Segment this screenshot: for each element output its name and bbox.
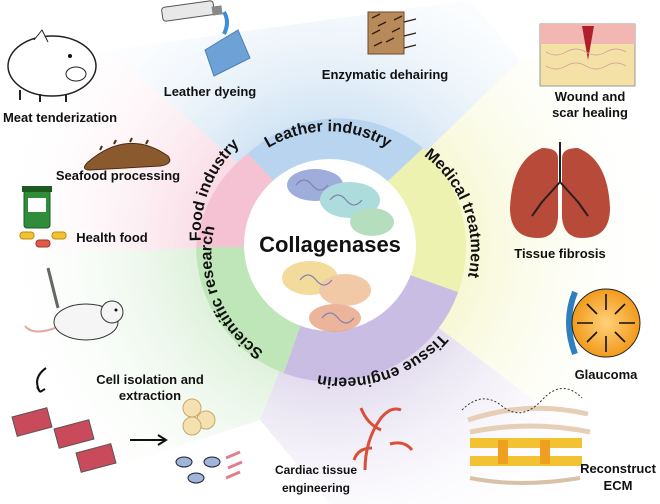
leather-piece-icon: [204, 29, 251, 77]
pig-icon: [7, 29, 97, 102]
down-curved-arrow-icon: [36, 367, 47, 393]
label-tissue-fibrosis: Tissue fibrosis: [514, 246, 606, 261]
label-seafood-processing: Seafood processing: [56, 168, 180, 183]
lungs-icon: [510, 142, 610, 238]
skin-wound-icon: [539, 23, 636, 87]
label-cell-line2: extraction: [119, 388, 181, 403]
blood-vessel-icon: [352, 407, 414, 471]
label-meat-tenderization: Meat tenderization: [3, 110, 117, 125]
sea-cucumber-icon: [84, 137, 171, 171]
label-cell-line1: Cell isolation and: [96, 372, 204, 387]
paint-tube-icon: [161, 0, 229, 35]
label-glaucoma: Glaucoma: [575, 367, 639, 382]
label-leather-dyeing: Leather dyeing: [164, 84, 257, 99]
label-health-food: Health food: [76, 230, 148, 245]
cells-icon: [175, 398, 243, 484]
ring-food: [196, 153, 280, 247]
pill-bottle-icon: [19, 186, 67, 248]
ring-medical: [385, 148, 466, 293]
protein-structure-icon: [282, 169, 394, 332]
hide-hair-icon: [367, 11, 417, 55]
mouse-icon: [24, 267, 124, 341]
ring-tissue: [283, 274, 459, 382]
label-reconstruct-line2: ECM: [604, 478, 633, 493]
flask-icon: [11, 407, 117, 473]
ring-research: [196, 247, 302, 374]
label-enzymatic-dehairing: Enzymatic dehairing: [322, 67, 448, 82]
label-reconstruct-line1: Reconstruct: [580, 461, 657, 476]
label-wound-line1: Wound and: [555, 89, 626, 104]
center-title: Collagenases: [259, 232, 401, 257]
ecm-membrane-icon: [461, 388, 591, 485]
label-cardiac-line2: engineering: [282, 481, 350, 495]
right-arrow-icon: [130, 434, 168, 446]
label-wound-line2: scar healing: [552, 105, 628, 120]
label-cardiac-line1: Cardiac tissue: [275, 463, 357, 477]
eye-icon: [566, 288, 641, 358]
